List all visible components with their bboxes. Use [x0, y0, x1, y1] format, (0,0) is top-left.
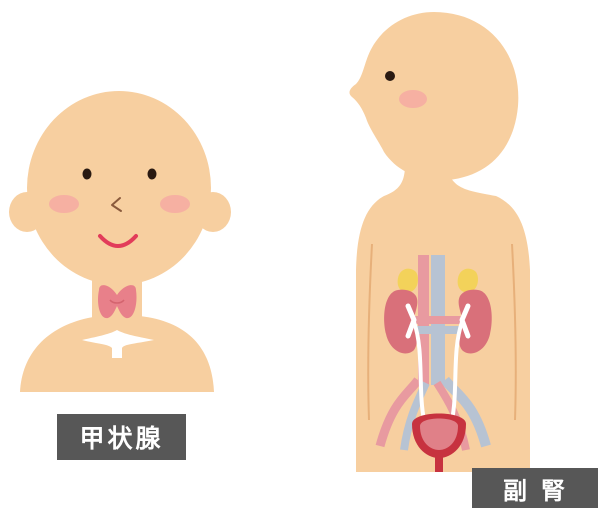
child-cheek-right [160, 195, 190, 213]
profile-figure [349, 12, 530, 472]
child-figure [9, 91, 231, 392]
child-eye-right [148, 169, 157, 180]
child-cheek-left [49, 195, 79, 213]
profile-head [349, 12, 518, 180]
child-eye-left [83, 169, 92, 180]
adrenal-label: 副腎 [472, 468, 598, 508]
profile-cheek [399, 90, 427, 108]
child-head [27, 91, 211, 285]
thyroid-label: 甲状腺 [57, 414, 186, 460]
profile-eye [385, 71, 395, 81]
